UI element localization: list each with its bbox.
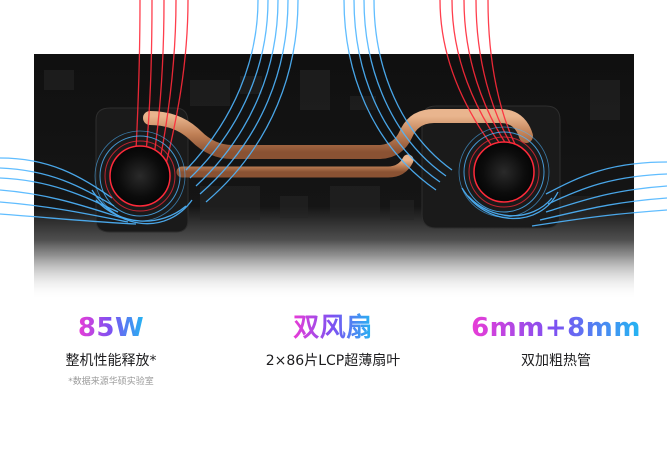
spec-subtitle: 整机性能释放* [65,353,157,369]
spec-headline: 85W [78,308,144,348]
spec-footnote: *数据来源华硕实验室 [68,377,154,387]
spec-dual-fan: 双风扇 2×86片LCP超薄扇叶 [222,308,444,372]
fan-right [458,126,550,218]
hot-airflow [135,0,519,165]
spec-headline: 6mm+8mm [471,308,641,348]
heat-pipes [143,109,533,178]
cool-airflow [0,0,667,227]
spec-heat-pipes: 6mm+8mm 双加粗热管 [445,308,667,372]
spec-performance: 85W 整机性能释放* *数据来源华硕实验室 [0,308,222,389]
spec-subtitle: 2×86片LCP超薄扇叶 [265,353,401,369]
spec-headline: 双风扇 [293,308,373,348]
fan-left [94,130,186,222]
cooling-system-illustration [0,0,667,300]
spec-subtitle: 双加粗热管 [521,353,591,369]
